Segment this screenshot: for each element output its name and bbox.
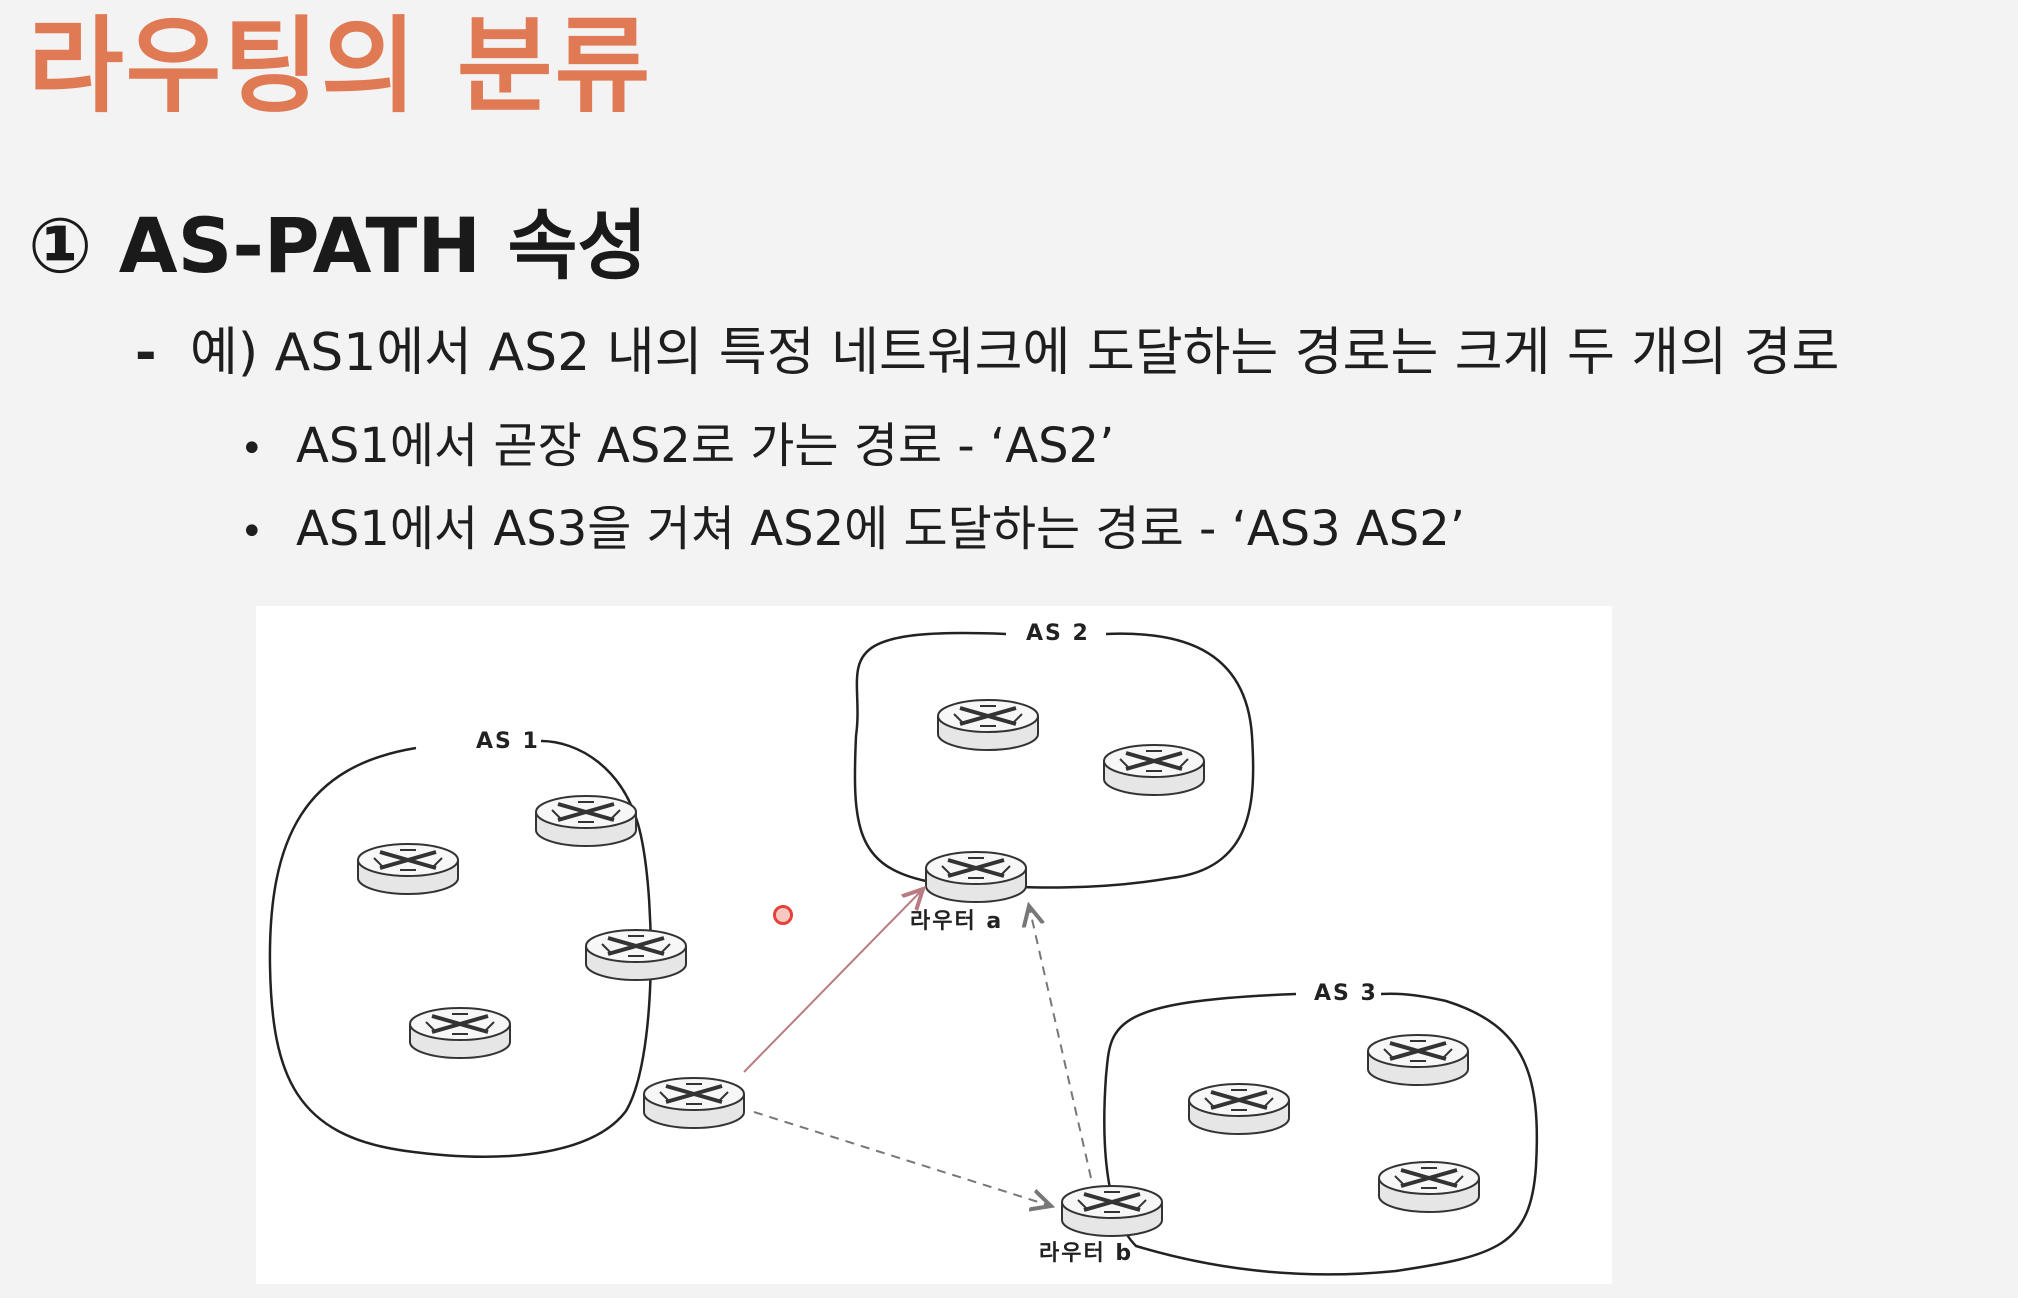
- section-heading: ① AS-PATH 속성: [28, 201, 648, 290]
- bullet-item: • AS1에서 곧장 AS2로 가는 경로 - ‘AS2’: [240, 418, 1114, 476]
- as-path-diagram: AS 1 AS 2 AS 3 라우터 a 라우터 b: [256, 606, 1612, 1284]
- bullet-text: AS1에서 곧장 AS2로 가는 경로 - ‘AS2’: [296, 418, 1115, 474]
- router-icon: [356, 842, 460, 896]
- router-icon: [1187, 1082, 1291, 1136]
- dash-marker: -: [135, 323, 157, 383]
- dashed-path-arrow-to-as3: [753, 1111, 1051, 1206]
- router-icon: [584, 928, 688, 982]
- router-icon: [1366, 1033, 1470, 1087]
- router-icon: [534, 794, 638, 848]
- pointer-indicator: [773, 905, 793, 925]
- router-a-label: 라우터 a: [910, 909, 1003, 934]
- as1-boundary: [268, 739, 653, 1158]
- bullet-marker: •: [240, 509, 264, 555]
- direct-path-arrow: [743, 889, 923, 1073]
- slide-title: 라우팅의 분류: [28, 5, 653, 127]
- router-icon: [1377, 1160, 1481, 1214]
- bullet-marker: •: [240, 426, 264, 472]
- router-b-icon: [1060, 1184, 1164, 1238]
- as2-boundary: [853, 631, 1255, 889]
- bullet-item: • AS1에서 AS3을 거쳐 AS2에 도달하는 경로 - ‘AS3 AS2’: [240, 501, 1465, 559]
- as1-border-router-icon: [642, 1076, 746, 1130]
- router-icon: [936, 698, 1040, 752]
- dashed-path-arrow-to-as2: [1029, 906, 1092, 1179]
- example-line: -예) AS1에서 AS2 내의 특정 네트워크에 도달하는 경로는 크게 두 …: [135, 322, 1839, 384]
- as3-boundary: [1103, 992, 1539, 1276]
- example-text: 예) AS1에서 AS2 내의 특정 네트워크에 도달하는 경로는 크게 두 개…: [190, 323, 1840, 383]
- as1-label: AS 1: [476, 729, 540, 754]
- as2-label: AS 2: [1026, 621, 1090, 646]
- diagram-svg: AS 1 AS 2 AS 3 라우터 a 라우터 b: [268, 621, 1539, 1276]
- bullet-text: AS1에서 AS3을 거쳐 AS2에 도달하는 경로 - ‘AS3 AS2’: [296, 501, 1466, 557]
- router-a-icon: [924, 850, 1028, 904]
- router-b-label: 라우터 b: [1039, 1241, 1133, 1266]
- router-icon: [408, 1006, 512, 1060]
- router-icon: [1102, 743, 1206, 797]
- as3-label: AS 3: [1314, 981, 1378, 1006]
